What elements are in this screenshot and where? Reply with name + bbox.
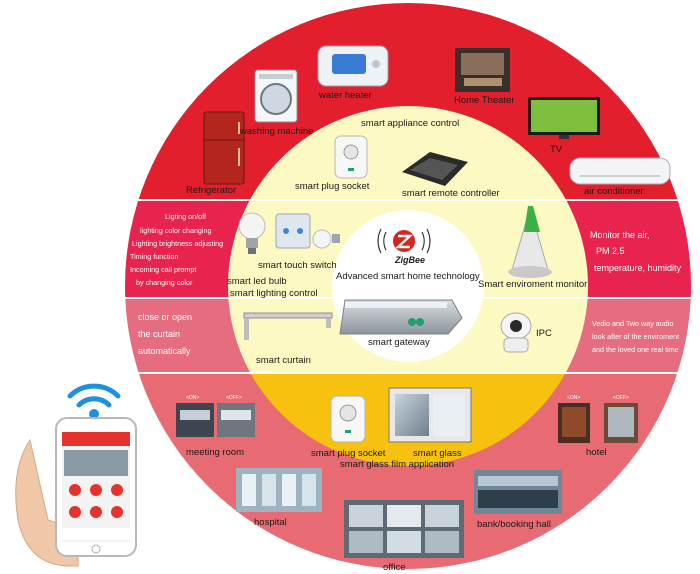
smart-environment-monitor-icon	[508, 206, 552, 278]
ipc-desc-line: and the loved one real time	[592, 345, 679, 354]
smart-glass-icon	[388, 387, 472, 443]
ring-inner-top	[249, 106, 567, 200]
label-hotel: hotel	[586, 447, 607, 458]
divider-line	[228, 372, 588, 374]
label-hospital: hospital	[254, 517, 287, 528]
ipc-camera-icon	[500, 312, 532, 353]
label-smart-led-bulb: smart led bulb	[227, 276, 287, 287]
label-meeting-room: meeting room	[186, 447, 244, 458]
label-ipc: IPC	[536, 328, 552, 339]
lighting-desc-line: Ligting on/off	[165, 212, 206, 221]
curtain-desc-line: automatically	[138, 346, 191, 356]
label-washing-machine: washing machine	[239, 126, 313, 137]
label-smart-gateway: smart gateway	[368, 337, 430, 348]
label-smart-environment-monitor: Smart enviroment monitor	[478, 279, 587, 290]
bulb-small-icon	[312, 229, 340, 249]
glass-off-tag: <OFF>	[226, 395, 242, 401]
label-smart-appliance-control: smart appliance control	[361, 118, 459, 129]
label-smart-lighting-control: smart lighting control	[230, 288, 318, 299]
hospital-photo	[236, 468, 322, 512]
label-smart-remote-controller: smart remote controller	[402, 188, 500, 199]
phone-in-hand-icon	[15, 417, 137, 567]
label-smart-plug-socket: smart plug socket	[295, 181, 370, 192]
washing-machine-icon	[254, 69, 298, 123]
label-home-theater: Home Theater	[454, 95, 515, 106]
smart-led-bulb-icon	[238, 212, 266, 254]
smart-remote-controller-icon	[402, 152, 468, 186]
glass-off-tag: <OFF>	[613, 395, 629, 401]
label-smart-curtain: smart curtain	[256, 355, 311, 366]
divider-line	[228, 199, 588, 201]
lighting-desc-line: Incoming call prompt	[130, 265, 196, 274]
tv-icon	[528, 97, 600, 139]
ipc-desc-line: Vedio and Two way audio	[592, 319, 673, 328]
label-office: office	[383, 562, 406, 573]
lighting-desc-line: lighting color changing	[140, 226, 212, 235]
lighting-desc-line: by changing color	[136, 278, 193, 287]
glass-on-tag: <ON>	[186, 395, 199, 401]
monitor-desc-line: temperature, humidity	[594, 263, 682, 273]
label-tv: TV	[550, 144, 563, 155]
monitor-desc-line: Monitor the air,	[590, 230, 650, 240]
ipc-desc-line: look after of the enviroment	[592, 332, 679, 341]
smart-plug-socket-bottom-icon	[330, 395, 366, 443]
air-conditioner-icon	[569, 157, 671, 185]
label-bank-booking-hall: bank/booking hall	[477, 519, 551, 530]
meeting-room-photo	[176, 403, 255, 437]
monitor-desc-line: PM 2.5	[596, 246, 625, 256]
smart-plug-socket-icon	[334, 135, 368, 179]
label-smart-touch-switch: smart touch switch	[258, 260, 337, 271]
curtain-desc-line: the curtain	[138, 329, 180, 339]
smart-curtain-icon	[243, 312, 333, 340]
lighting-desc-line: Lighting brightness adjusting	[132, 239, 223, 248]
smart-gateway-icon	[339, 299, 463, 335]
smart-touch-switch-icon	[275, 213, 311, 249]
label-smart-glass-film: smart glass film application	[340, 459, 454, 470]
ring-outer-bottom	[139, 374, 677, 569]
wifi-icon	[67, 383, 121, 419]
ring-outer-top	[138, 3, 678, 200]
office-photo	[344, 500, 464, 558]
glass-on-tag: <ON>	[567, 395, 580, 401]
label-air-conditioner: air conditioner	[584, 186, 644, 197]
label-smart-glass: smart glass	[413, 448, 462, 459]
home-theater-icon	[455, 48, 510, 92]
hotel-photo	[558, 403, 638, 443]
refrigerator-icon	[203, 111, 245, 185]
lighting-desc-line: Timing function	[130, 252, 178, 261]
label-advanced-technology: Advanced smart home technology	[336, 271, 480, 282]
water-heater-icon	[317, 45, 389, 87]
zigbee-logo-icon	[377, 228, 431, 254]
curtain-desc-line: close or open	[138, 312, 192, 322]
label-smart-plug-socket-bottom: smart plug socket	[311, 448, 386, 459]
zigbee-brand-text: ZigBee	[394, 255, 425, 265]
label-refrigerator: Refrigerator	[186, 185, 236, 196]
label-water-heater: water heater	[318, 90, 372, 101]
bank-booking-hall-photo	[474, 470, 562, 514]
